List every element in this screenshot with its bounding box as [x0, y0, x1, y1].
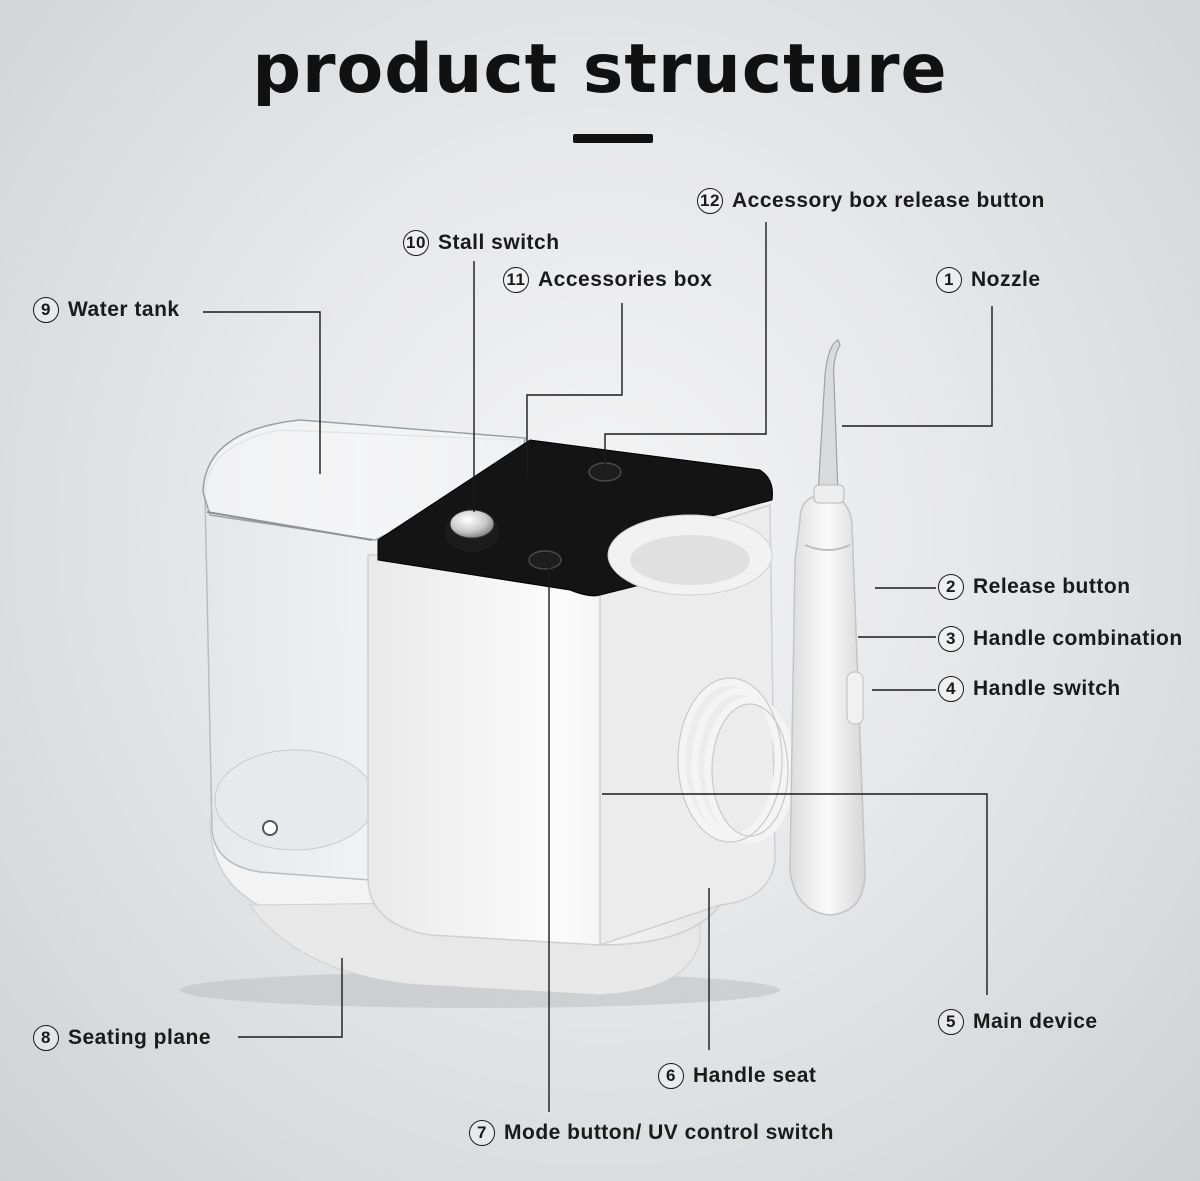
callout-stall-switch: 10 Stall switch [403, 230, 560, 256]
title-underline [573, 134, 653, 143]
callout-main-device: 5 Main device [938, 1009, 1098, 1035]
callout-number: 5 [938, 1009, 964, 1035]
callout-number: 9 [33, 297, 59, 323]
callout-label: Nozzle [971, 268, 1041, 291]
leader-lines [203, 222, 993, 1112]
page-title: product structure [252, 30, 948, 109]
callout-water-tank: 9 Water tank [33, 297, 180, 323]
callout-handle-combination: 3 Handle combination [938, 626, 1183, 652]
callout-label: Handle combination [973, 627, 1183, 650]
callout-seating-plane: 8 Seating plane [33, 1025, 211, 1051]
callout-number: 6 [658, 1063, 684, 1089]
callout-handle-seat: 6 Handle seat [658, 1063, 816, 1089]
callout-label: Mode button/ UV control switch [504, 1121, 834, 1144]
callout-number: 8 [33, 1025, 59, 1051]
callout-number: 3 [938, 626, 964, 652]
callout-label: Accessory box release button [732, 189, 1045, 212]
tank-filter [262, 820, 278, 836]
handle-seat-hole [630, 535, 750, 585]
callout-accessory-release: 12 Accessory box release button [697, 188, 1045, 214]
mode-button [528, 550, 562, 570]
callout-label: Seating plane [68, 1026, 212, 1049]
callout-number: 7 [469, 1120, 495, 1146]
callout-number: 1 [936, 267, 962, 293]
callout-label: Stall switch [438, 231, 560, 254]
callout-label: Release button [973, 575, 1131, 598]
tank-lid-edge [206, 511, 373, 541]
callout-label: Main device [973, 1010, 1098, 1033]
stall-knob-top [449, 509, 495, 539]
handle-switch [846, 671, 864, 725]
callout-release-button: 2 Release button [938, 574, 1131, 600]
release-ring [804, 544, 851, 551]
callout-number: 11 [503, 267, 529, 293]
callout-number: 4 [938, 676, 964, 702]
callout-label: Accessories box [538, 268, 713, 291]
callout-label: Water tank [68, 298, 180, 321]
callout-number: 12 [697, 188, 723, 214]
callout-label: Handle switch [973, 677, 1121, 700]
tank-bottom [214, 749, 376, 851]
callout-mode-button: 7 Mode button/ UV control switch [469, 1120, 834, 1146]
callout-accessories-box: 11 Accessories box [503, 267, 712, 293]
nozzle-collar [813, 484, 845, 504]
callout-number: 2 [938, 574, 964, 600]
callout-number: 10 [403, 230, 429, 256]
callout-nozzle: 1 Nozzle [936, 267, 1041, 293]
nozzle [817, 339, 841, 496]
callout-handle-switch: 4 Handle switch [938, 676, 1121, 702]
callout-label: Handle seat [693, 1064, 817, 1087]
